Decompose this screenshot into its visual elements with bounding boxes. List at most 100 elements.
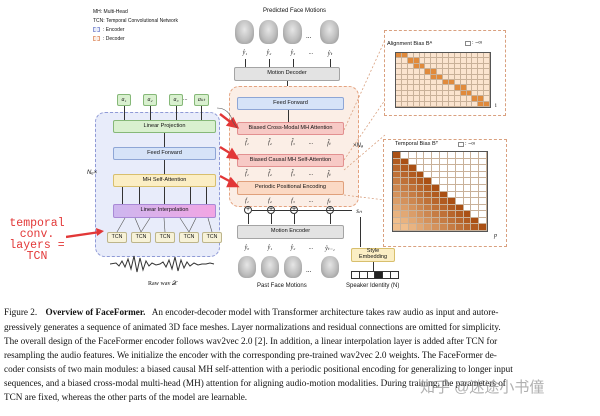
motion-decoder-block: Motion Decoder bbox=[234, 67, 340, 81]
biased-cross-modal-attention-block: Biased Cross-Modal MH Attention bbox=[237, 122, 344, 135]
matrix-cell bbox=[472, 80, 479, 86]
matrix-cell bbox=[479, 158, 487, 166]
matrix-cell bbox=[466, 63, 473, 70]
matrix-cell bbox=[478, 69, 485, 75]
caption-line: coder consists of two main modules: a bi… bbox=[4, 364, 513, 374]
matrix-cell bbox=[396, 101, 402, 107]
matrix-cell bbox=[419, 63, 426, 70]
tcn-block: TCN bbox=[179, 232, 199, 243]
predicted-face-mesh bbox=[320, 20, 339, 44]
matrix-cell bbox=[454, 80, 461, 86]
past-face-mesh bbox=[321, 256, 339, 278]
matrix-cell bbox=[424, 152, 433, 159]
matrix-cell bbox=[448, 96, 455, 102]
matrix-cell bbox=[400, 211, 409, 218]
matrix-cell bbox=[425, 85, 432, 91]
matrix-cell bbox=[454, 101, 461, 107]
matrix-cell bbox=[396, 63, 402, 70]
hidden-token: f̂₂ bbox=[268, 171, 272, 177]
matrix-cell bbox=[471, 184, 480, 192]
neg-inf-swatch bbox=[465, 41, 471, 46]
matrix-cell bbox=[408, 198, 417, 205]
matrix-cell bbox=[437, 74, 443, 80]
f-token: f₃ bbox=[291, 198, 295, 204]
matrix-cell bbox=[437, 85, 443, 91]
matrix-cell bbox=[472, 69, 479, 75]
neg-inf-label: : −∞ bbox=[465, 141, 476, 147]
alignment-index-label: i bbox=[495, 103, 497, 109]
matrix-cell bbox=[425, 69, 432, 75]
matrix-cell bbox=[472, 63, 479, 70]
encoder-output-token: a₁ bbox=[117, 94, 131, 106]
pred-token-ellipsis: ... bbox=[308, 50, 314, 56]
matrix-cell bbox=[407, 58, 414, 64]
matrix-cell bbox=[448, 53, 455, 59]
figure-legend: MH: Multi-Head TCN: Temporal Convolution… bbox=[93, 9, 213, 42]
matrix-cell bbox=[479, 224, 487, 231]
matrix-cell bbox=[454, 69, 461, 75]
matrix-cell bbox=[432, 152, 440, 159]
speaker-identity-label: Speaker Identity (N) bbox=[346, 283, 400, 289]
period-label: p bbox=[494, 233, 497, 239]
face-ellipsis: ... bbox=[306, 32, 312, 40]
matrix-cell bbox=[471, 217, 480, 225]
hidden-token: f̂ₜ bbox=[327, 172, 331, 178]
predicted-face-mesh bbox=[235, 20, 254, 44]
matrix-cell bbox=[416, 184, 425, 192]
matrix-cell bbox=[466, 74, 473, 80]
annotation-line: conv. bbox=[19, 228, 55, 241]
matrix-cell bbox=[484, 69, 490, 75]
matrix-cell bbox=[424, 184, 433, 192]
style-vector-label: sₙ bbox=[356, 207, 362, 215]
neg-inf-label: : −∞ bbox=[472, 40, 483, 46]
matrix-cell bbox=[437, 96, 443, 102]
matrix-cell bbox=[437, 63, 443, 70]
matrix-cell bbox=[447, 191, 456, 199]
matrix-cell bbox=[460, 63, 467, 70]
matrix-cell bbox=[479, 204, 487, 212]
f-token: fₜ bbox=[327, 199, 331, 205]
matrix-cell bbox=[454, 85, 461, 91]
matrix-cell bbox=[463, 211, 472, 218]
periodic-positional-encoding-block: Periodic Positional Encoding bbox=[237, 181, 344, 195]
matrix-cell bbox=[393, 158, 401, 166]
matrix-cell bbox=[447, 217, 456, 225]
matrix-cell bbox=[416, 204, 425, 212]
matrix-cell bbox=[454, 90, 461, 97]
pred-token: ŷ₃ bbox=[290, 50, 296, 56]
matrix-cell bbox=[437, 101, 443, 107]
matrix-cell bbox=[478, 58, 485, 64]
matrix-cell bbox=[413, 74, 420, 80]
matrix-cell bbox=[408, 165, 417, 172]
matrix-cell bbox=[393, 171, 401, 179]
matrix-cell bbox=[416, 211, 425, 218]
matrix-cell bbox=[440, 204, 448, 212]
matrix-cell bbox=[431, 63, 438, 70]
legend-mh: MH: Multi-Head bbox=[93, 9, 128, 15]
alignment-bias-title: Alignment Bias Bᴬ bbox=[387, 41, 433, 47]
matrix-cell bbox=[443, 69, 449, 75]
matrix-cell bbox=[400, 217, 409, 225]
matrix-cell bbox=[447, 158, 456, 166]
matrix-cell bbox=[466, 90, 473, 97]
matrix-cell bbox=[431, 80, 438, 86]
matrix-cell bbox=[393, 178, 401, 185]
matrix-cell bbox=[425, 63, 432, 70]
matrix-cell bbox=[432, 171, 440, 179]
matrix-cell bbox=[447, 152, 456, 159]
tcn-block: TCN bbox=[202, 232, 222, 243]
encoder-feed-forward-block: Feed Forward bbox=[113, 147, 216, 160]
matrix-cell bbox=[437, 69, 443, 75]
matrix-cell bbox=[447, 204, 456, 212]
matrix-cell bbox=[432, 204, 440, 212]
matrix-cell bbox=[463, 158, 472, 166]
speaker-onehot-vector bbox=[351, 271, 399, 279]
neg-inf-swatch bbox=[458, 142, 464, 147]
matrix-cell bbox=[393, 152, 401, 159]
matrix-cell bbox=[484, 90, 490, 97]
matrix-cell bbox=[479, 198, 487, 205]
matrix-cell bbox=[460, 58, 467, 64]
matrix-cell bbox=[455, 198, 464, 205]
caption-line: resampling the audio features. We initia… bbox=[4, 350, 497, 360]
matrix-cell bbox=[443, 90, 449, 97]
